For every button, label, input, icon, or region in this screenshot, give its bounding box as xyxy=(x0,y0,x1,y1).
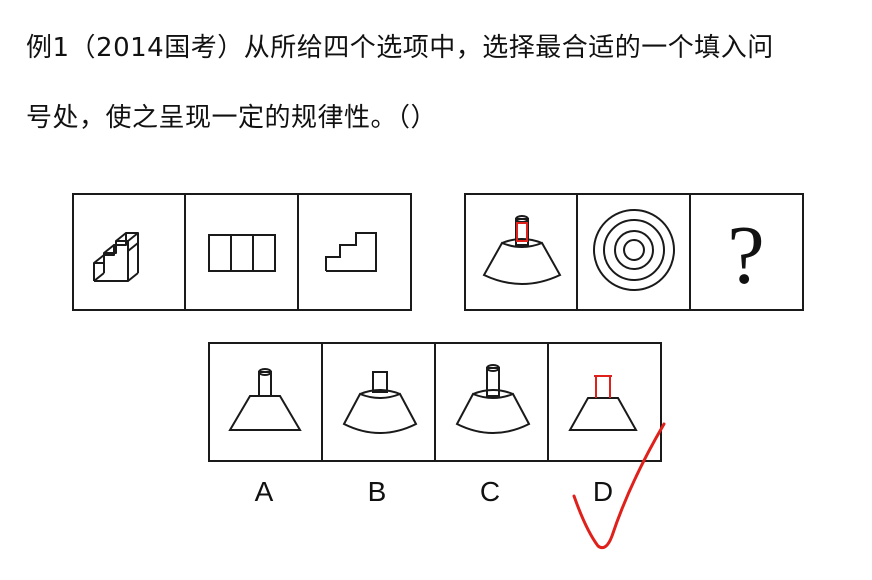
options-grid xyxy=(208,342,662,462)
option-c-label[interactable]: C xyxy=(479,476,501,507)
three-rectangles-view-icon xyxy=(208,234,276,272)
option-d-figure[interactable] xyxy=(568,375,638,431)
option-b-figure[interactable] xyxy=(342,371,418,434)
option-c-figure[interactable] xyxy=(455,364,531,434)
sequence-group-b: ? xyxy=(464,193,804,311)
staircase-profile-view-icon xyxy=(325,232,377,272)
option-a-figure[interactable] xyxy=(228,368,302,431)
cylinder-on-frustum-icon xyxy=(482,215,562,285)
concentric-circles-icon xyxy=(593,209,675,291)
option-a-label[interactable]: A xyxy=(254,476,274,507)
stepped-block-3d-icon xyxy=(93,232,139,282)
option-b-label[interactable]: B xyxy=(367,476,387,507)
option-d-label[interactable]: D xyxy=(592,476,614,507)
question-text-line-1: 例1（2014国考）从所给四个选项中，选择最合适的一个填入问 xyxy=(26,33,774,63)
sequence-group-a xyxy=(72,193,412,311)
question-mark-cell: ? xyxy=(727,209,764,302)
checkmark-annotation-icon xyxy=(572,422,666,550)
question-text-line-2: 号处，使之呈现一定的规律性。（） xyxy=(26,103,438,133)
